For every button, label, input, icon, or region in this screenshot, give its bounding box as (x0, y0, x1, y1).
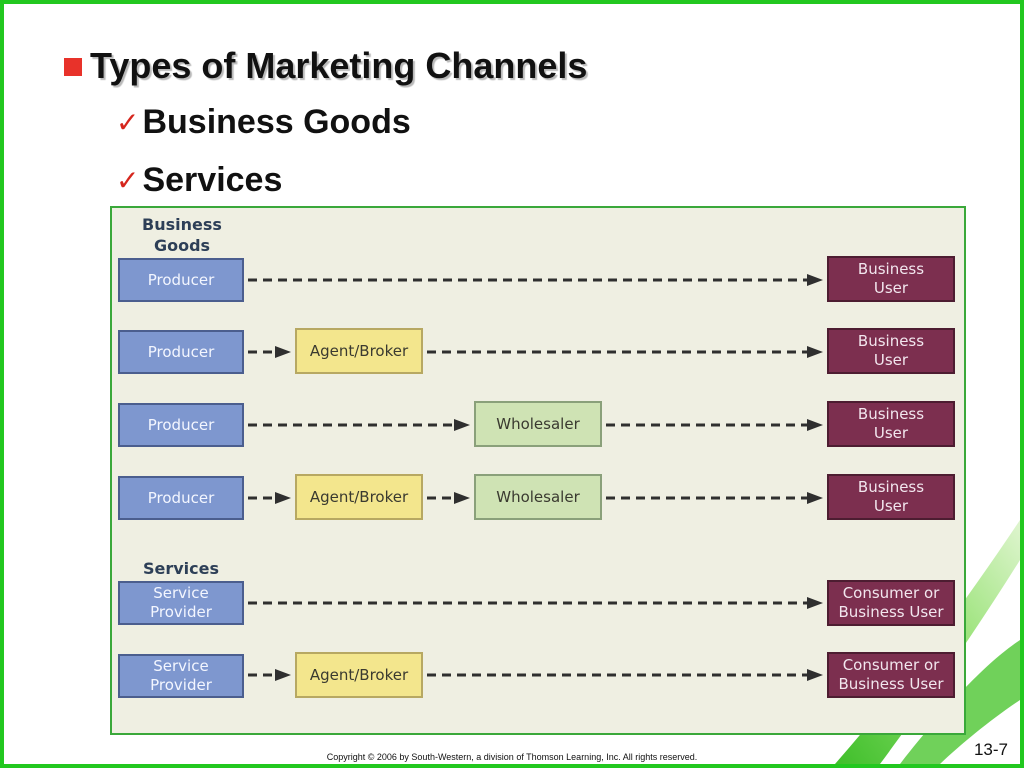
agent-broker-box: Agent/Broker (295, 328, 423, 374)
producer-box: Producer (118, 330, 244, 374)
service-provider-box: Service Provider (118, 654, 244, 698)
arrowhead-icon (807, 419, 823, 431)
services-heading: Services (142, 559, 220, 578)
service-provider-box: Service Provider (118, 581, 244, 625)
business-goods-heading: Business Goods (142, 215, 222, 255)
arrowhead-icon (807, 346, 823, 358)
channel-arrows (248, 274, 823, 681)
arrowhead-icon (807, 492, 823, 504)
arrowhead-icon (807, 669, 823, 681)
page-number: 13-7 (973, 740, 1008, 759)
sub-bullet-label: Services (142, 160, 283, 199)
checkmark-icon: ✓ (116, 105, 140, 139)
wholesaler-box: Wholesaler (474, 401, 602, 447)
producer-box: Producer (118, 258, 244, 302)
producer-box: Producer (118, 403, 244, 447)
wholesaler-box: Wholesaler (474, 474, 602, 520)
copyright-footer: Copyright © 2006 by South-Western, a div… (326, 752, 698, 762)
arrowhead-icon (454, 492, 470, 504)
agent-broker-box: Agent/Broker (295, 652, 423, 698)
consumer-business-user-box: Consumer or Business User (827, 580, 955, 626)
sub-bullet-business-goods: ✓ Business Goods (116, 102, 411, 142)
arrowhead-icon (807, 274, 823, 286)
arrowhead-icon (275, 669, 291, 681)
business-user-box: Business User (827, 256, 955, 302)
bullet-square-icon (64, 58, 82, 76)
business-user-box: Business User (827, 474, 955, 520)
slide-title: Types of Marketing Channels (90, 45, 588, 86)
sub-bullet-label: Business Goods (142, 102, 411, 141)
arrowhead-icon (275, 346, 291, 358)
consumer-business-user-box: Consumer or Business User (827, 652, 955, 698)
agent-broker-box: Agent/Broker (295, 474, 423, 520)
business-user-box: Business User (827, 401, 955, 447)
sub-bullet-services: ✓ Services (116, 160, 282, 200)
business-user-box: Business User (827, 328, 955, 374)
arrowhead-icon (275, 492, 291, 504)
checkmark-icon: ✓ (116, 163, 140, 197)
arrowhead-icon (807, 597, 823, 609)
producer-box: Producer (118, 476, 244, 520)
channels-diagram: Business Goods Services Producer Busines… (110, 206, 966, 735)
arrowhead-icon (454, 419, 470, 431)
slide-title-bullet: Types of Marketing Channels (64, 44, 587, 88)
